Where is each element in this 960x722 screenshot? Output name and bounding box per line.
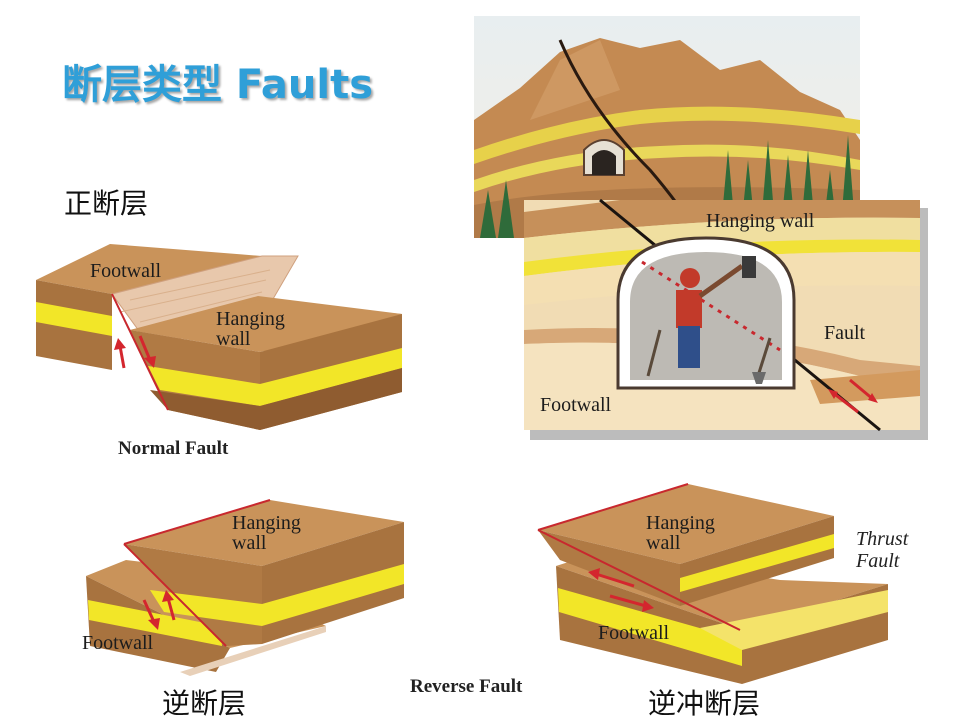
reverse-footwall-label: Footwall <box>82 632 154 654</box>
thrust-fault-type-line1: Thrust <box>856 528 909 550</box>
thrust-fault-heading: 逆冲断层 <box>648 687 761 720</box>
reverse-fault-caption: Reverse Fault <box>410 676 523 697</box>
reverse-hanging-wall-label-line2: wall <box>232 532 267 554</box>
tunnel-fault-label: Fault <box>824 322 866 344</box>
normal-hanging-wall-label-line2: wall <box>216 328 251 350</box>
tunnel-cross-section <box>524 198 928 440</box>
thrust-fault-block <box>537 483 888 684</box>
normal-footwall-label: Footwall <box>90 260 162 282</box>
tunnel-footwall-label: Footwall <box>540 394 612 416</box>
tunnel-hanging-wall-label: Hanging wall <box>706 210 815 232</box>
thrust-hanging-wall-label-line1: Hanging <box>646 512 715 534</box>
thrust-footwall-label: Footwall <box>598 622 670 644</box>
thrust-fault-type-line2: Fault <box>856 550 900 572</box>
normal-fault-heading: 正断层 <box>64 187 149 220</box>
normal-fault-block <box>36 244 402 430</box>
normal-fault-caption: Normal Fault <box>118 438 229 459</box>
reverse-hanging-wall-label-line1: Hanging <box>232 512 301 534</box>
normal-hanging-wall-label-line1: Hanging <box>216 308 285 330</box>
thrust-hanging-wall-label-line2: wall <box>646 532 681 554</box>
reverse-fault-block <box>86 499 404 676</box>
reverse-fault-heading: 逆断层 <box>162 687 247 720</box>
page-title: 断层类型 Faults <box>62 62 374 108</box>
